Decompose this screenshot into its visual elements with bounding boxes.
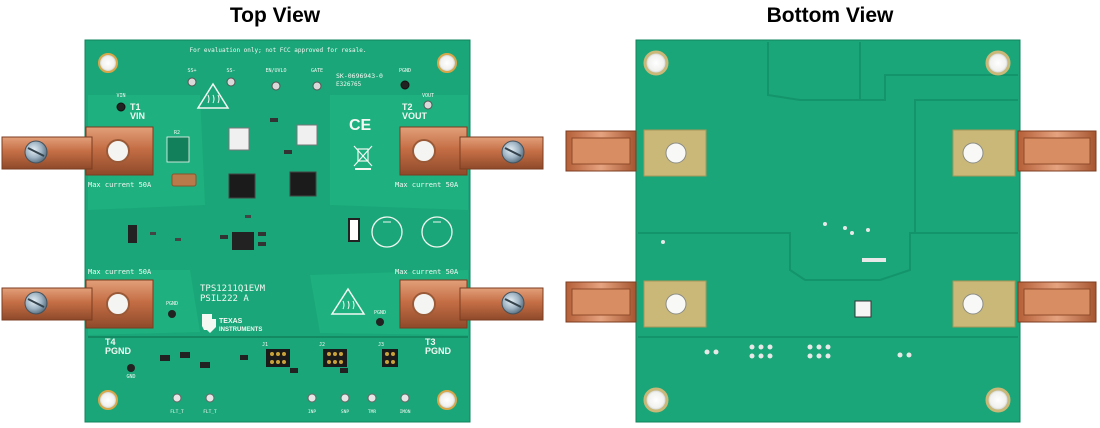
bottom-vias bbox=[661, 222, 912, 359]
testpoint-label: PGND bbox=[399, 68, 411, 74]
brand-line-1: TEXAS bbox=[219, 318, 243, 325]
terminal-t1-name: VIN bbox=[130, 111, 145, 121]
max-current-label: Max current 50A bbox=[88, 181, 152, 189]
terminal-lug-t4 bbox=[1, 279, 154, 329]
components: R2 bbox=[128, 118, 453, 373]
testpoint-label: PGND bbox=[374, 310, 386, 316]
testpoint-label: SNP bbox=[341, 409, 349, 415]
bottom-lug-right-lower bbox=[1017, 281, 1097, 323]
testpoint-label: VOUT bbox=[422, 93, 434, 99]
terminal-lug-t2 bbox=[399, 126, 544, 176]
terminal-t3-label: T3 bbox=[425, 337, 436, 347]
testpoint-label: SS+ bbox=[187, 68, 196, 74]
part-code: PSIL222 A bbox=[200, 294, 249, 304]
bottom-view-title: Bottom View bbox=[766, 4, 894, 27]
part-name: TPS1211Q1EVM bbox=[200, 284, 266, 294]
terminal-lug-t1 bbox=[1, 126, 154, 176]
header-j3-label: J3 bbox=[378, 342, 384, 348]
testpoint-label: PGND bbox=[166, 301, 178, 307]
board-header-note: For evaluation only; not FCC approved fo… bbox=[189, 47, 366, 54]
terminal-t1-label: T1 bbox=[130, 102, 141, 112]
top-board: For evaluation only; not FCC approved fo… bbox=[1, 39, 544, 423]
bottom-board bbox=[565, 39, 1097, 423]
terminal-t4-name: PGND bbox=[105, 346, 132, 356]
max-current-label: Max current 50A bbox=[395, 181, 459, 189]
testpoint-label: TMR bbox=[368, 409, 376, 415]
weee-bin-icon bbox=[353, 145, 373, 170]
terminal-t2-name: VOUT bbox=[402, 111, 428, 121]
testpoint-label: VIN bbox=[116, 93, 125, 99]
gold-pad bbox=[952, 280, 1016, 328]
testpoint-label: GATE bbox=[311, 68, 323, 74]
terminal-t2-label: T2 bbox=[402, 102, 413, 112]
texas-instruments-logo: TEXAS INSTRUMENTS bbox=[202, 314, 262, 333]
testpoint-label: FLT_T bbox=[170, 409, 184, 415]
bottom-lug-right-upper bbox=[1017, 130, 1097, 172]
brand-line-2: INSTRUMENTS bbox=[219, 327, 262, 333]
testpoint-label: FLT_T bbox=[203, 409, 217, 415]
header-j2-label: J2 bbox=[319, 342, 325, 348]
header-j1-label: J1 bbox=[262, 342, 268, 348]
testpoint-label: GND bbox=[126, 374, 135, 380]
pcb-code: SK-0696943-0 bbox=[336, 72, 383, 80]
resistor-r2-label: R2 bbox=[174, 130, 180, 136]
terminal-t3-name: PGND bbox=[425, 346, 452, 356]
hot-surface-icon bbox=[330, 287, 366, 315]
gold-pad bbox=[643, 280, 707, 328]
jumper-headers: J1 J2 J3 bbox=[262, 342, 398, 367]
max-current-label: Max current 50A bbox=[395, 268, 459, 276]
testpoint-label: EN/UVLO bbox=[265, 68, 286, 74]
testpoint-label: IMON bbox=[400, 409, 411, 415]
testpoint-label: INP bbox=[308, 409, 316, 415]
terminal-t4-label: T4 bbox=[105, 337, 116, 347]
top-view-title: Top View bbox=[229, 4, 321, 27]
testpoint-label: SS- bbox=[226, 68, 235, 74]
top-testpoints: SS+ SS- EN/UVLO GATE PGND VIN VOUT bbox=[116, 68, 434, 112]
terminal-lug-t3 bbox=[399, 279, 544, 329]
gold-pad bbox=[952, 129, 1016, 177]
bottom-testpoints: PGND PGND GND FLT_T FLT_T INP SNP TMR IM… bbox=[126, 301, 410, 415]
pcb-code-2: E326765 bbox=[336, 81, 362, 88]
bottom-lug-left-upper bbox=[565, 130, 637, 172]
hot-surface-icon bbox=[196, 82, 230, 109]
gold-pad bbox=[643, 129, 707, 177]
ce-mark: CE bbox=[349, 117, 372, 134]
max-current-label: Max current 50A bbox=[88, 268, 152, 276]
bottom-lug-left-lower bbox=[565, 281, 637, 323]
